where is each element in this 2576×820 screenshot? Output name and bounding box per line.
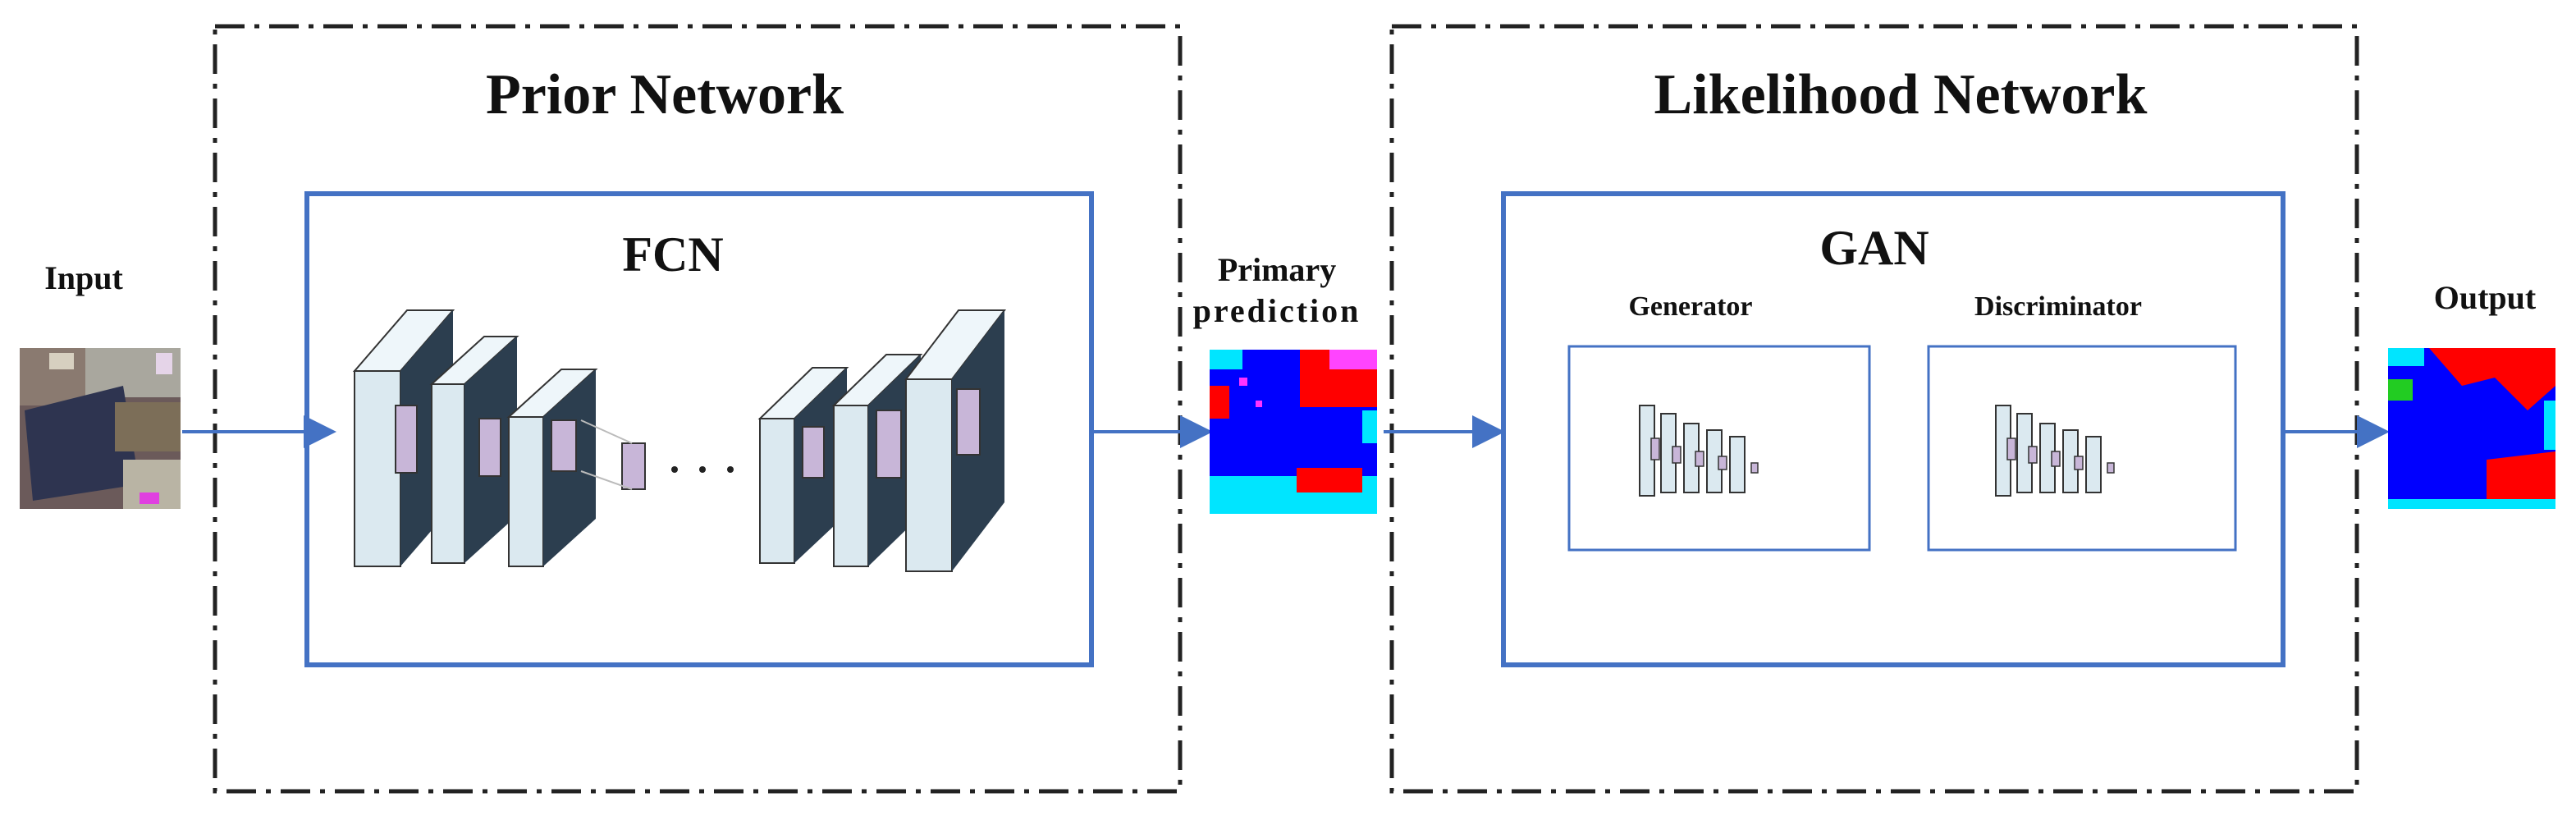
discriminator-box — [1927, 345, 2237, 552]
fcn-layer-2 — [429, 336, 519, 564]
output-image — [2388, 348, 2555, 509]
fcn-title: FCN — [622, 227, 723, 282]
output-label: Output — [2434, 279, 2537, 316]
input-image — [20, 348, 181, 509]
primary-prediction-image — [1210, 350, 1377, 514]
fcn-ellipsis — [671, 466, 734, 473]
primary-prediction-label-line1: Primary — [1218, 251, 1336, 288]
discriminator-label: Discriminator — [1974, 291, 2142, 322]
generator-label: Generator — [1628, 291, 1752, 322]
prior-network-title: Prior Network — [486, 63, 844, 126]
fcn-layer-6 — [904, 309, 1007, 572]
generator-mini-network — [1639, 405, 1759, 497]
fcn-layer-small — [621, 442, 646, 490]
input-label: Input — [44, 259, 123, 296]
likelihood-network-title: Likelihood Network — [1654, 63, 2148, 126]
fcn-layer-3 — [506, 369, 598, 567]
likelihood-network-container — [1389, 24, 2359, 794]
gan-title: GAN — [1819, 221, 1929, 275]
fcn-layers-group — [352, 309, 1007, 572]
prior-network-container — [213, 24, 1183, 794]
discriminator-mini-network — [1995, 405, 2115, 497]
primary-prediction-label-line2: prediction — [1193, 292, 1361, 329]
